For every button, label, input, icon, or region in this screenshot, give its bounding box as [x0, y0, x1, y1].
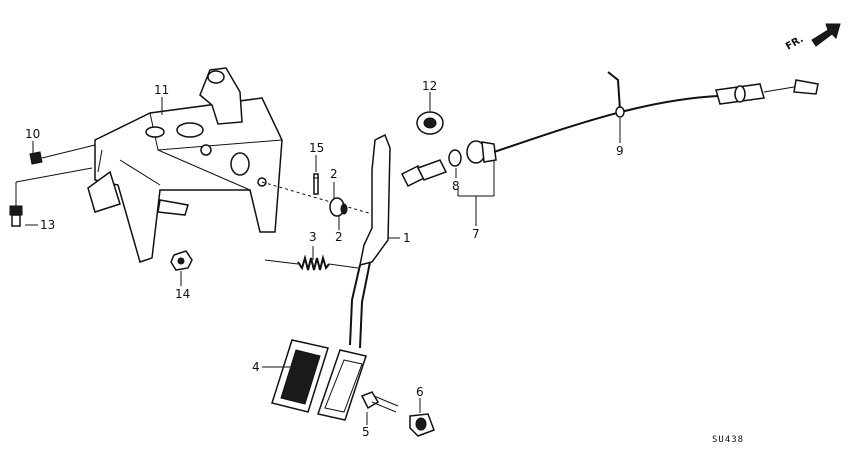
direction-label: FR.: [784, 34, 806, 53]
callout-2-upper: 2: [330, 167, 338, 181]
callout-12: 12: [422, 79, 437, 93]
callout-5: 5: [362, 425, 370, 439]
callout-labels: 1 2 2 3 4 5 6 7 8 9 10 11 12 13 14 15 SU…: [25, 79, 744, 445]
stopper-6: [409, 413, 435, 437]
bolt-13: [9, 167, 93, 227]
throttle-cable-9: [493, 71, 819, 153]
return-spring-3: [264, 254, 359, 271]
leader-lines: [25, 92, 621, 425]
pedal-pad-cover-4: [271, 339, 329, 413]
callout-15: 15: [309, 141, 324, 155]
callout-4: 4: [252, 360, 260, 374]
callout-13: 13: [40, 218, 55, 232]
callout-8: 8: [452, 179, 460, 193]
bushing-2: [329, 197, 348, 217]
callout-2-lower: 2: [335, 230, 343, 244]
nut-14: [170, 250, 193, 271]
grommet-12: [416, 111, 444, 135]
callout-10: 10: [25, 127, 40, 141]
callout-3: 3: [309, 230, 317, 244]
pedal-arm: [349, 133, 391, 349]
stopper-bolt-5: [360, 391, 399, 413]
cable-end-7: [400, 140, 497, 188]
diagram-code: SU438: [712, 435, 744, 445]
front-direction-arrow: FR.: [784, 23, 841, 53]
bolt-10: [29, 144, 96, 165]
callout-1: 1: [403, 231, 411, 245]
callout-11: 11: [154, 83, 169, 97]
callout-7: 7: [472, 227, 480, 241]
callout-9: 9: [616, 144, 624, 158]
callout-6: 6: [416, 385, 424, 399]
callout-14: 14: [175, 287, 190, 301]
pedal-bracket: [87, 67, 283, 263]
pedal-pad: [317, 349, 367, 421]
pin-15: [313, 173, 319, 195]
